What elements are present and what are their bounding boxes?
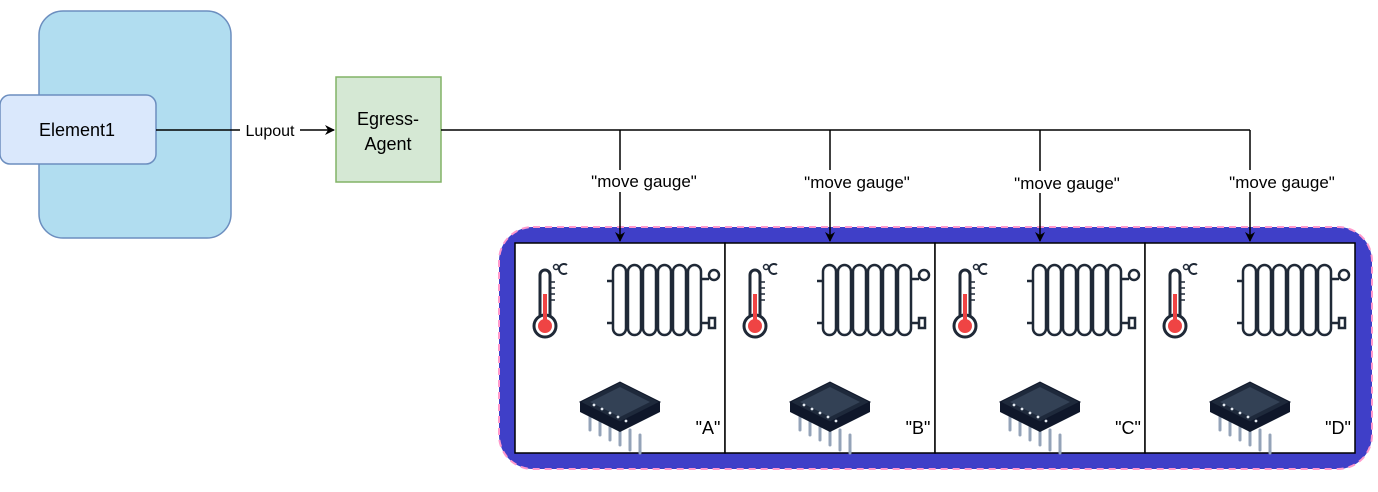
branch-label-c: "move gauge" bbox=[1014, 174, 1120, 193]
cell-label-a: "A" bbox=[696, 418, 721, 438]
agent-label-line2: Agent bbox=[364, 134, 411, 154]
cell-label-b: "B" bbox=[906, 418, 931, 438]
branch-label-b: "move gauge" bbox=[804, 173, 910, 192]
radiator-icon bbox=[815, 263, 931, 337]
agent-label-line1: Egress- bbox=[357, 109, 419, 129]
branch-edge-c: "move gauge" bbox=[1003, 130, 1131, 242]
branch-label-a: "move gauge" bbox=[591, 172, 697, 191]
element1-label: Element1 bbox=[39, 120, 115, 140]
cell-label-d: "D" bbox=[1325, 418, 1351, 438]
device-cell-d[interactable]: "D" bbox=[1144, 242, 1356, 455]
device-cell-a[interactable]: "A" bbox=[514, 242, 726, 455]
element1-node[interactable]: Element1 bbox=[0, 94, 157, 165]
radiator-icon bbox=[1235, 263, 1351, 337]
cell-label-c: "C" bbox=[1115, 418, 1141, 438]
egress-agent-node[interactable]: Egress- Agent bbox=[335, 76, 442, 183]
radiator-icon bbox=[605, 263, 721, 337]
branch-edge-a: "move gauge" bbox=[580, 130, 708, 242]
device-cell-b[interactable]: "B" bbox=[724, 242, 936, 455]
radiator-icon bbox=[1025, 263, 1141, 337]
device-cell-c[interactable]: "C" bbox=[934, 242, 1146, 455]
branch-edge-b: "move gauge" bbox=[793, 130, 921, 242]
branch-label-d: "move gauge" bbox=[1229, 173, 1335, 192]
branch-edge-d: "move gauge" bbox=[1218, 130, 1346, 242]
lupout-label: Lupout bbox=[246, 123, 295, 140]
lupout-edge: Lupout bbox=[156, 120, 335, 140]
